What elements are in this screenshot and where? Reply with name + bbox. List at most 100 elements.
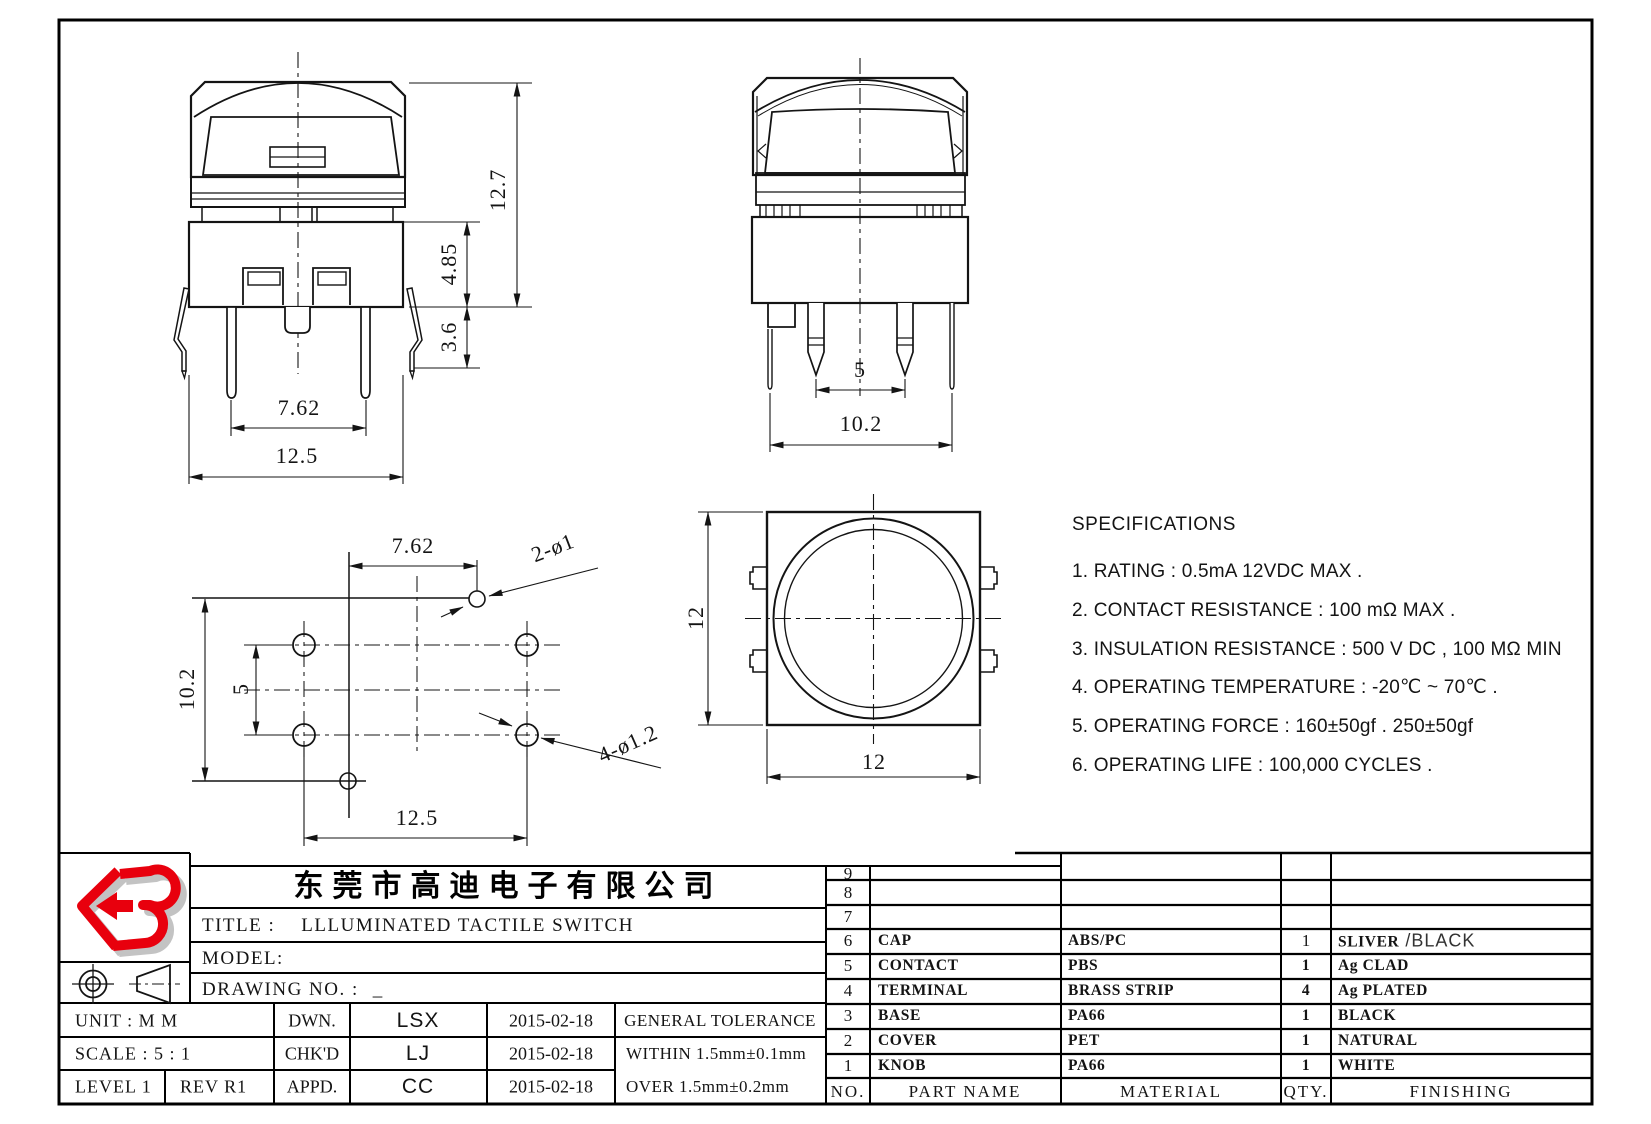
part-row-name: BASE xyxy=(878,1007,921,1024)
title-block-lines xyxy=(59,852,827,1104)
side-cap xyxy=(751,76,969,177)
dim-side-outer-pitch: 10.2 xyxy=(839,411,883,436)
part-row-material: BRASS STRIP xyxy=(1068,982,1175,999)
drawing-no-label: DRAWING NO. : xyxy=(202,979,359,1000)
chkd-date: 2015-02-18 xyxy=(509,1043,593,1064)
spec-item-rating: 1. RATING : 0.5mA 12VDC MAX . xyxy=(1072,561,1363,582)
part-row-finishing: SLIVER/BLACK xyxy=(1338,930,1476,951)
front-tab-right xyxy=(312,267,351,305)
part-row-no: 3 xyxy=(843,1006,853,1025)
dwn-date: 2015-02-18 xyxy=(509,1010,593,1031)
front-center-stub xyxy=(284,307,311,334)
side-view xyxy=(750,58,970,452)
tolerance-over: OVER 1.5mm±0.2mm xyxy=(626,1077,790,1096)
dim-bottom-pattern-width: 12.5 xyxy=(395,805,439,830)
dwn-label: DWN. xyxy=(288,1010,336,1031)
dim-front-base-height: 4.85 xyxy=(436,242,461,286)
parts-header-finishing: FINISHING xyxy=(1409,1082,1513,1101)
appd-label: APPD. xyxy=(286,1076,338,1097)
dim-front-overall-width: 12.5 xyxy=(275,443,319,468)
part-row-qty: 4 xyxy=(1301,982,1311,999)
front-tab-left xyxy=(242,267,284,305)
part-row-name: KNOB xyxy=(878,1057,927,1074)
front-pin-right xyxy=(360,306,371,399)
appd-date: 2015-02-18 xyxy=(509,1076,593,1097)
scale-cell: SCALE : 5 : 1 xyxy=(75,1043,192,1064)
part-row-finishing: Ag CLAD xyxy=(1338,957,1409,974)
company-name: 东莞市高迪电子有限公司 xyxy=(293,870,723,903)
small-hole-top xyxy=(468,590,486,608)
dim-top-height: 12 xyxy=(683,606,708,630)
side-base xyxy=(750,215,970,305)
drawing-no-value: _ xyxy=(372,979,384,1000)
dim-side-led-pitch: 5 xyxy=(854,357,866,382)
unit-cell: UNIT : M M xyxy=(75,1010,179,1031)
side-outer-pin-right xyxy=(949,303,955,390)
level-cell: LEVEL 1 xyxy=(75,1076,152,1097)
title-label: TITLE : xyxy=(202,915,276,936)
specifications-block: SPECIFICATIONS 1. RATING : 0.5mA 12VDC M… xyxy=(1072,514,1562,786)
general-tolerance-label: GENERAL TOLERANCE xyxy=(624,1011,816,1030)
front-clip-right xyxy=(406,287,423,372)
bottom-view xyxy=(192,552,662,846)
top-view xyxy=(698,494,1002,784)
cone-symbol-icon xyxy=(136,963,171,1005)
part-row-qty: 1 xyxy=(1301,957,1311,974)
parts-table-lines xyxy=(826,851,1592,1104)
front-knob xyxy=(201,116,401,176)
page-frame xyxy=(57,18,1594,1106)
side-notch xyxy=(767,303,796,328)
part-row-qty: 1 xyxy=(1301,931,1311,950)
spec-item-operating-temperature: 4. OPERATING TEMPERATURE : -20℃ ~ 70℃ . xyxy=(1072,677,1498,699)
front-base xyxy=(187,220,405,309)
spec-item-operating-life: 6. OPERATING LIFE : 100,000 CYCLES . xyxy=(1072,754,1433,776)
part-row-no: 6 xyxy=(843,931,853,950)
dim-bottom-pitch-y: 5 xyxy=(228,683,253,695)
title-row: TITLE :LLLUMINATED TACTILE SWITCH xyxy=(202,915,634,937)
part-row-no: 8 xyxy=(843,883,853,902)
dwn-signature: LSX xyxy=(396,1009,440,1032)
part-row-no: 7 xyxy=(843,907,853,926)
part-row-finishing: BLACK xyxy=(1338,1007,1397,1024)
part-row-no: 9 xyxy=(843,864,853,883)
dim-bottom-pattern-height: 10.2 xyxy=(174,667,199,711)
front-dim-lines xyxy=(188,82,532,484)
part-row-name: COVER xyxy=(878,1032,937,1049)
part-row-no: 1 xyxy=(843,1056,853,1075)
company-logo xyxy=(77,864,187,957)
part-row-qty: 1 xyxy=(1301,1057,1311,1074)
chkd-label: CHK'D xyxy=(284,1043,340,1064)
spec-item-contact-resistance: 2. CONTACT RESISTANCE : 100 mΩ MAX . xyxy=(1072,599,1456,621)
small-hole-bottom xyxy=(339,772,357,790)
chkd-signature: LJ xyxy=(405,1042,431,1065)
part-row-material: ABS/PC xyxy=(1068,932,1127,949)
dim-top-width: 12 xyxy=(862,749,886,774)
side-outer-pin-left xyxy=(767,329,773,390)
projection-symbol xyxy=(72,963,180,1005)
part-row-no: 2 xyxy=(843,1031,853,1050)
bottom-hole-centerlines xyxy=(244,576,561,760)
parts-header-part-name: PART NAME xyxy=(908,1082,1022,1101)
drawing-no-row: DRAWING NO. : _ xyxy=(202,979,384,1001)
front-view xyxy=(173,52,532,484)
top-dim-lines xyxy=(698,511,981,784)
specifications-title: SPECIFICATIONS xyxy=(1072,514,1236,535)
part-row-finishing: WHITE xyxy=(1338,1057,1396,1074)
part-row-material: PBS xyxy=(1068,957,1099,974)
dim-front-pin-pitch: 7.62 xyxy=(277,395,321,420)
part-row-material: PET xyxy=(1068,1032,1100,1049)
bottom-dim-lines xyxy=(201,560,662,846)
part-row-material: PA66 xyxy=(1068,1007,1106,1024)
part-row-name: CAP xyxy=(878,932,912,949)
appd-signature: CC xyxy=(401,1075,435,1098)
part-row-material: PA66 xyxy=(1068,1057,1106,1074)
dim-bottom-pitch-x: 7.62 xyxy=(391,533,435,558)
parts-header-no: NO. xyxy=(830,1082,866,1101)
part-row-no: 4 xyxy=(843,981,853,1000)
side-led-pin-left xyxy=(807,303,825,378)
spec-item-insulation-resistance: 3. INSULATION RESISTANCE : 500 V DC , 10… xyxy=(1072,638,1562,660)
dim-front-overall-height: 12.7 xyxy=(485,168,510,212)
part-row-no: 5 xyxy=(843,956,853,975)
